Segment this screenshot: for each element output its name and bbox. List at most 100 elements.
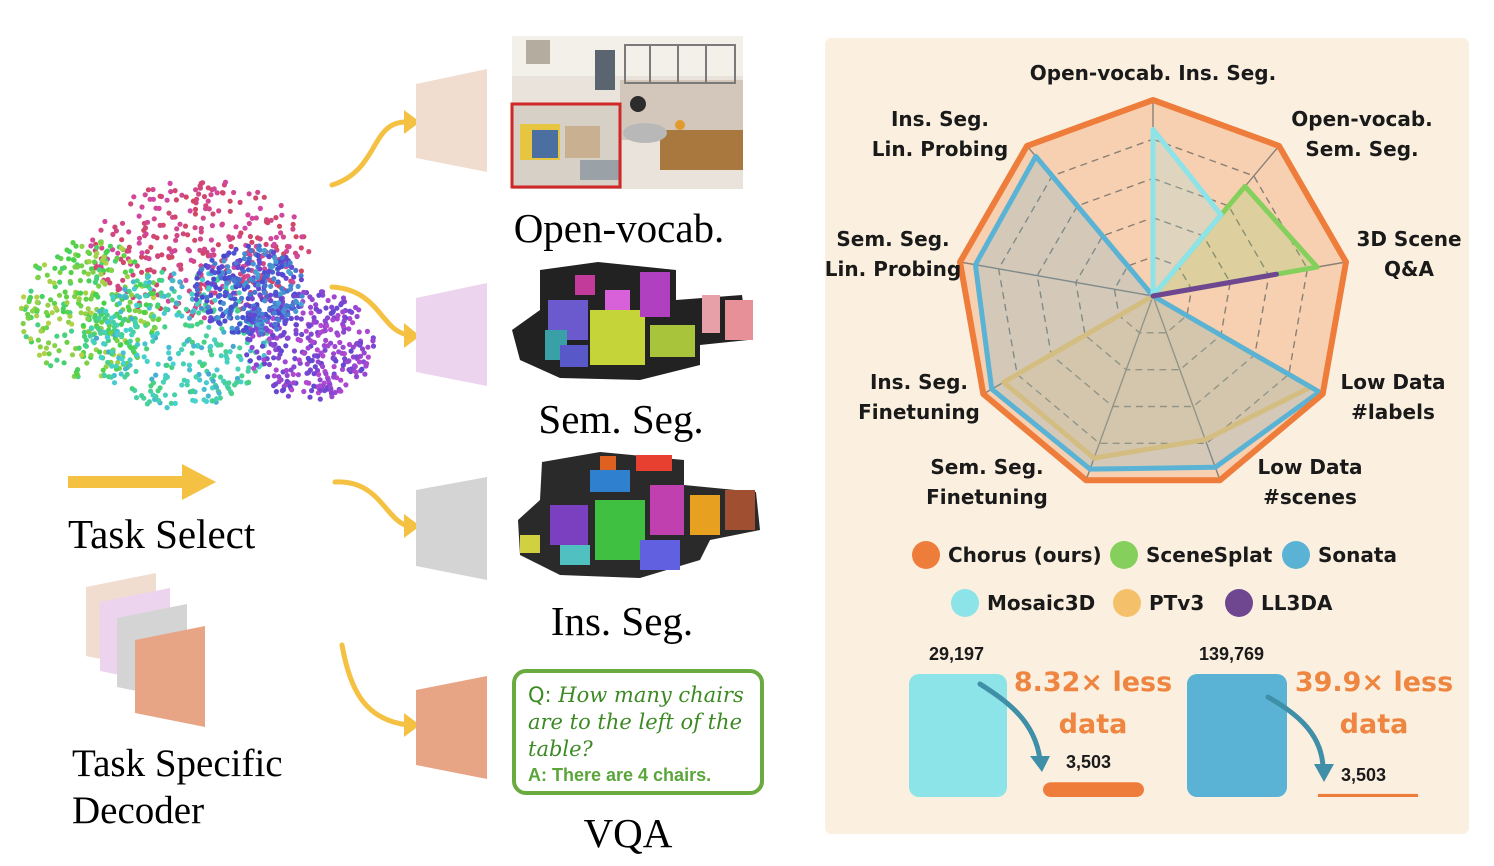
bar-1-ratio-line-2: data <box>1058 709 1128 740</box>
axis-label-4: Low Data #scenes <box>1257 452 1362 512</box>
radar-spoke-7 <box>959 261 1154 297</box>
radar-series-sonata <box>972 153 1322 472</box>
bar-1-big-label: 29,197 <box>929 644 985 664</box>
axis-label-5-line-2: Finetuning <box>926 485 1048 509</box>
legend-item-mosaic3d: Mosaic3D <box>951 589 1095 617</box>
legend-dot-sonata <box>1282 541 1310 569</box>
decoder-label-line2: Decoder <box>72 789 204 832</box>
bar-2-ratio-line-1: 39.9× less <box>1294 667 1454 698</box>
legend-dot-chorus <box>912 541 940 569</box>
legend-dot-ptv3 <box>1113 589 1141 617</box>
legend-label-sonata: Sonata <box>1318 543 1397 567</box>
legend-item-ptv3: PTv3 <box>1113 589 1204 617</box>
axis-label-2-line-1: 3D Scene <box>1356 227 1462 251</box>
bar-2-arrow <box>1265 694 1326 771</box>
curved-arrow-4 <box>339 642 411 728</box>
axis-label-5-line-1: Sem. Seg. <box>930 455 1044 479</box>
axis-label-3-line-2: #labels <box>1351 400 1435 424</box>
bar-1-arrow-head <box>1030 756 1050 772</box>
legend-label-mosaic3d: Mosaic3D <box>987 591 1096 615</box>
radar-series-ll3da <box>1150 271 1279 299</box>
radar-spoke-5 <box>1085 295 1154 481</box>
axis-label-3: Low Data #labels <box>1340 367 1445 427</box>
task-label-vqa: VQA <box>584 810 673 856</box>
bar-1-ratio-line-1: 8.32× less <box>1013 667 1173 698</box>
axis-label-3-line-1: Low Data <box>1340 370 1446 394</box>
bar-1-ratio: 8.32× less data <box>1014 662 1172 746</box>
bar-2-ratio-line-2: data <box>1339 709 1409 740</box>
curved-arrow-1 <box>329 119 411 188</box>
legend-item-sonata: Sonata <box>1282 541 1397 569</box>
axis-label-6: Ins. Seg. Finetuning <box>858 367 980 427</box>
legend-dot-scenesplat <box>1110 541 1138 569</box>
legend-dot-ll3da <box>1225 589 1253 617</box>
vqa-question-text: How many chairs are to the left of the t… <box>528 683 744 761</box>
axis-label-2-line-2: Q&A <box>1384 257 1434 281</box>
task-label-ins-seg: Ins. Seg. <box>551 598 693 644</box>
bar-1-big <box>909 674 1007 797</box>
axis-label-7: Sem. Seg. Lin. Probing <box>825 224 961 284</box>
task-select-label: Task Select <box>68 511 256 557</box>
decoder-sem-seg <box>416 283 487 386</box>
decoder-ins-seg <box>416 477 487 580</box>
legend-item-chorus: Chorus (ours) <box>912 541 1102 569</box>
curved-arrow-2 <box>329 284 411 338</box>
axis-label-1: Open-vocab. Sem. Seg. <box>1291 104 1432 164</box>
bar-2-small-label: 3,503 <box>1341 765 1387 785</box>
bar-2-big-label: 139,769 <box>1199 644 1265 664</box>
legend-label-scenesplat: SceneSplat <box>1146 543 1273 567</box>
point-cloud-image <box>18 179 377 411</box>
vqa-question: Q: How many chairs are to the left of th… <box>528 682 748 763</box>
bar-2-small <box>1318 793 1418 797</box>
radar-grid-ring-2 <box>1075 216 1231 371</box>
axis-label-1-line-2: Sem. Seg. <box>1305 137 1419 161</box>
sem-seg-scene <box>512 262 753 380</box>
decoder-vqa <box>416 676 487 779</box>
axis-label-8-line-2: Lin. Probing <box>871 137 1009 161</box>
axis-label-7-line-1: Sem. Seg. <box>836 227 950 251</box>
axis-label-1-line-1: Open-vocab. <box>1291 107 1433 131</box>
task-select-arrow <box>68 464 216 500</box>
radar-grid-ring-4 <box>997 138 1309 444</box>
legend-label-chorus: Chorus (ours) <box>948 543 1102 567</box>
left-diagram: Open-vocab. Sem. Seg. Ins. Seg. VQA Task… <box>18 36 760 856</box>
axis-label-6-line-2: Finetuning <box>858 400 980 424</box>
radar-grid-ring-3 <box>1036 177 1270 408</box>
axis-label-0: Open-vocab. Ins. Seg. <box>1030 58 1276 88</box>
decoder-label-line1: Task Specific <box>72 742 283 785</box>
bar-2-big <box>1187 674 1287 797</box>
legend-item-scenesplat: SceneSplat <box>1110 541 1272 569</box>
task-label-open-vocab: Open-vocab. <box>514 205 725 251</box>
task-label-sem-seg: Sem. Seg. <box>538 396 703 442</box>
axis-label-4-line-2: #scenes <box>1263 485 1357 509</box>
stacked-decoders-icon <box>86 573 205 727</box>
axis-label-4-line-1: Low Data <box>1257 455 1363 479</box>
legend-label-ptv3: PTv3 <box>1149 591 1205 615</box>
radar-spoke-4 <box>1152 295 1221 481</box>
bar-1-small-label: 3,503 <box>1066 752 1112 772</box>
legend-item-ll3da: LL3DA <box>1225 589 1332 617</box>
axis-label-5: Sem. Seg. Finetuning <box>926 452 1048 512</box>
ins-seg-scene <box>518 452 760 578</box>
kitchen-image <box>510 36 743 189</box>
vqa-q-prefix: Q: <box>528 683 552 707</box>
radar-grid-ring-1 <box>1113 256 1193 334</box>
axis-label-8: Ins. Seg. Lin. Probing <box>872 104 1008 164</box>
bar-1-small <box>1043 782 1144 797</box>
bar-2-ratio: 39.9× less data <box>1295 662 1453 746</box>
radar-series-chorus-ours <box>957 97 1349 484</box>
curved-arrow-3 <box>332 479 411 529</box>
bar-1-arrow <box>977 681 1043 763</box>
legend-label-ll3da: LL3DA <box>1261 591 1333 615</box>
axis-label-8-line-1: Ins. Seg. <box>890 107 990 131</box>
axis-label-0-line-1: Open-vocab. Ins. Seg. <box>1029 61 1277 85</box>
vqa-box: Q: How many chairs are to the left of th… <box>512 669 764 795</box>
vqa-answer: A: There are 4 chairs. <box>528 765 712 785</box>
axis-label-6-line-1: Ins. Seg. <box>869 370 969 394</box>
legend-dot-mosaic3d <box>951 589 979 617</box>
axis-label-7-line-2: Lin. Probing <box>824 257 962 281</box>
decoder-open-vocab <box>416 69 487 172</box>
bar-2-arrow-head <box>1314 764 1334 782</box>
